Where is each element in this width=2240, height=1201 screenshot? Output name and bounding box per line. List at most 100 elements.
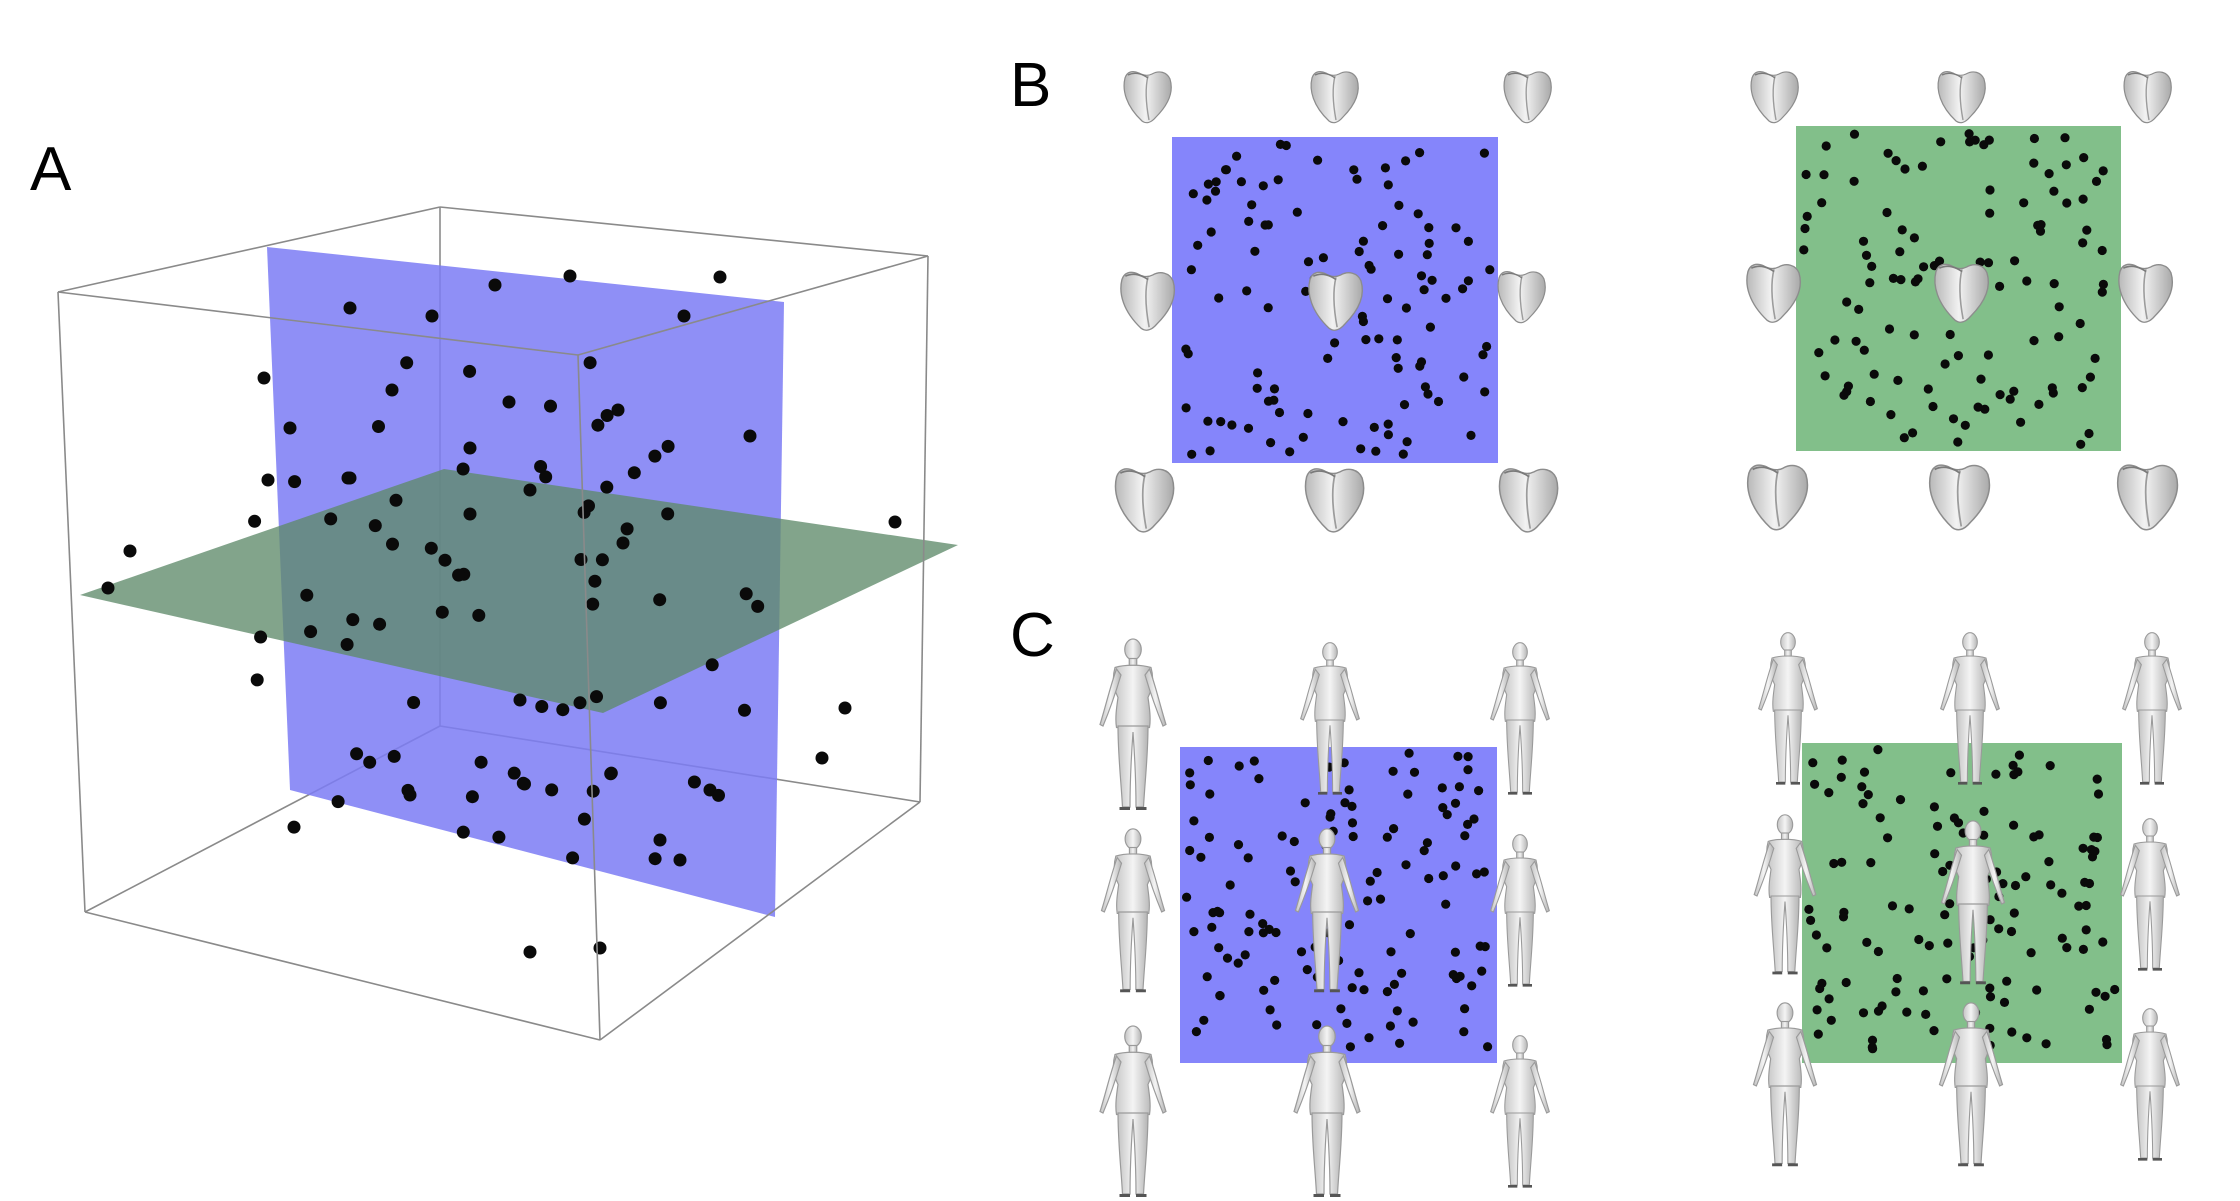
scatter-point	[1266, 438, 1276, 448]
scatter-point	[1875, 813, 1885, 823]
scatter-point	[2022, 276, 2032, 286]
cube-point	[661, 439, 675, 453]
scatter-point	[2090, 846, 2100, 856]
cube-point	[739, 587, 753, 601]
heart-shape-icon	[1114, 468, 1175, 533]
scatter-point	[1300, 798, 1310, 808]
scatter-point	[1386, 947, 1396, 957]
cube-point	[363, 755, 377, 769]
scatter-point	[2009, 386, 2019, 396]
cube-point	[573, 696, 587, 710]
scatter-point	[1946, 768, 1956, 778]
scatter-point	[1917, 161, 1927, 171]
cube-edge	[84, 911, 601, 1041]
scatter-point	[1437, 783, 1447, 793]
scatter-point	[2093, 789, 2104, 799]
scatter-point	[1369, 422, 1379, 432]
scatter-point	[1918, 986, 1928, 996]
heart-shape-icon	[2116, 464, 2179, 531]
scatter-point	[2016, 417, 2026, 427]
human-body-icon	[1489, 1034, 1551, 1188]
scatter-point	[1189, 927, 1199, 937]
scatter-point	[1442, 810, 1452, 820]
scatter-point	[1259, 985, 1269, 995]
scatter-point	[1480, 942, 1490, 952]
scatter-point	[2078, 843, 2088, 853]
scatter-point	[1423, 389, 1433, 399]
cube-point	[583, 356, 597, 370]
scatter-point	[2009, 908, 2019, 918]
scatter-point	[1450, 947, 1460, 957]
heart-shape-icon	[1928, 464, 1991, 531]
scatter-point	[1837, 755, 1847, 765]
scatter-point	[1354, 968, 1364, 978]
scatter-point	[1419, 846, 1429, 856]
cube-point	[350, 747, 364, 761]
scatter-point	[1193, 240, 1203, 250]
scatter-point	[1811, 930, 1821, 940]
scatter-point	[1477, 966, 1487, 976]
scatter-point	[1858, 799, 1868, 809]
cube-point	[424, 541, 438, 555]
scatter-point	[1896, 275, 1906, 285]
scatter-point	[1181, 403, 1191, 413]
scatter-point	[1482, 341, 1492, 352]
scatter-point	[1888, 273, 1898, 283]
scatter-point	[1234, 761, 1244, 771]
panel-b-heart-grids	[1114, 70, 2179, 533]
scatter-point	[1799, 245, 1809, 255]
scatter-point	[2010, 880, 2021, 891]
cube-point	[456, 462, 470, 476]
scatter-point	[1817, 198, 1827, 208]
scatter-point	[1344, 920, 1355, 930]
scatter-point	[1253, 368, 1263, 378]
scatter-point	[1873, 745, 1883, 755]
cube-point	[492, 830, 506, 844]
scatter-point	[1851, 336, 1861, 346]
panel-label-a: A	[30, 135, 72, 204]
scatter-point	[2097, 287, 2107, 297]
scatter-point	[2079, 153, 2089, 163]
scatter-point	[1942, 974, 1952, 984]
scatter-point	[1382, 832, 1392, 842]
cube-point	[539, 470, 553, 484]
scatter-point	[1188, 189, 1198, 199]
scatter-point	[1979, 806, 1989, 817]
scatter-point	[1214, 943, 1224, 953]
scatter-point	[1886, 410, 1896, 420]
scatter-point	[1392, 1006, 1402, 1016]
cube-edge	[577, 354, 601, 1041]
scatter-point	[1913, 274, 1923, 284]
scatter-point	[1270, 975, 1280, 986]
scatter-point	[1401, 860, 1411, 870]
scatter-point	[2078, 238, 2088, 248]
scatter-point	[1394, 200, 1404, 210]
scatter-point	[1422, 250, 1432, 260]
scatter-point	[1191, 1027, 1201, 1037]
heart-shape-icon	[1746, 464, 1809, 531]
scatter-point	[1887, 901, 1898, 911]
scatter-point	[1397, 968, 1407, 978]
cube-point	[324, 512, 338, 526]
scatter-point	[1265, 1005, 1275, 1015]
scatter-point	[1420, 382, 1430, 392]
scatter-point	[1450, 798, 1461, 808]
scatter-point	[1366, 264, 1376, 274]
cube-point	[387, 749, 401, 763]
scatter-point	[1296, 947, 1307, 957]
cube-point	[254, 630, 268, 644]
scatter-point	[2041, 1039, 2051, 1049]
scatter-point	[1929, 802, 1939, 812]
scatter-point	[1298, 432, 1308, 442]
scatter-point	[1275, 139, 1285, 149]
scatter-point	[2002, 976, 2012, 986]
scatter-point	[1830, 335, 1840, 345]
scatter-point	[2032, 985, 2042, 995]
cube-point	[566, 851, 580, 865]
scatter-point	[1419, 285, 1429, 295]
scatter-point	[1900, 164, 1910, 174]
scatter-point	[1459, 372, 1469, 382]
scatter-point	[1263, 303, 1273, 313]
scatter-point	[1862, 937, 1872, 948]
scatter-point	[1983, 350, 1993, 360]
